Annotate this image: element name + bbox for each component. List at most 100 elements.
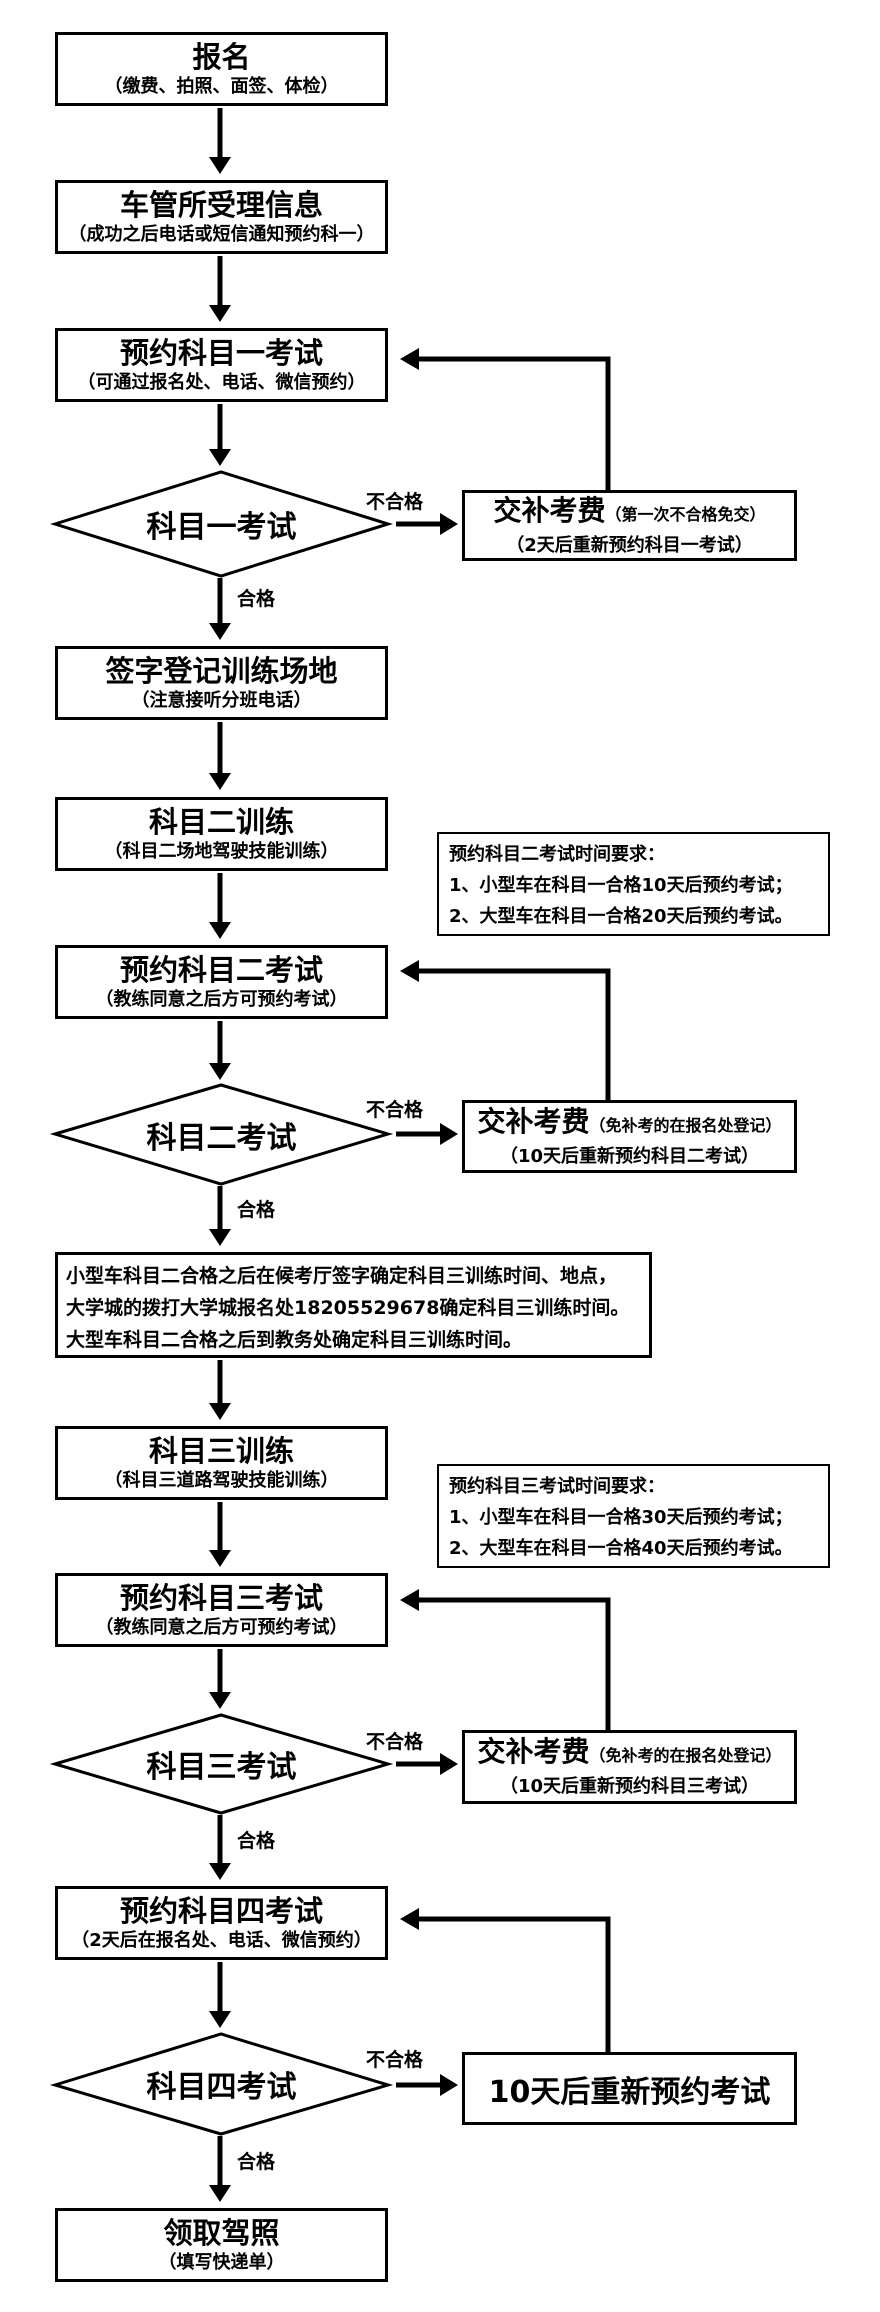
step-license: 领取驾照 （填写快递单） [55, 2208, 388, 2282]
retake-title: 交补考费 [493, 493, 606, 527]
step-title: 预约科目四考试 [119, 1893, 323, 1928]
exam-subject2-label: 科目二考试 [146, 1120, 297, 1156]
arrowhead-right [440, 513, 458, 535]
step-title: 预约科目二考试 [119, 952, 323, 987]
decision-diamond-subject1 [49, 470, 394, 578]
step-title: 签字登记训练场地 [105, 653, 338, 688]
arrowhead-down [209, 1229, 231, 1246]
timing-heading: 预约科目二考试时间要求： [449, 844, 665, 865]
pass-label: 合格 [237, 588, 276, 610]
retake-title: 交补考费 [477, 1735, 590, 1768]
retake-title-row: 交补考费 （免补考的在报名处登记） [477, 1104, 781, 1144]
subject2-timing-note: 预约科目二考试时间要求： 1、小型车在科目一合格10天后预约考试； 2、大型车在… [437, 832, 830, 936]
arrowhead-down [209, 449, 231, 466]
arrangement-line: 大型车科目二合格之后到教务处确定科目三训练时间。 [66, 1329, 523, 1351]
step-title: 领取驾照 [163, 2215, 280, 2250]
step-retake-subject1: 交补考费 （第一次不合格免交） （2天后重新预约科目一考试） [462, 490, 797, 561]
step-training-site: 签字登记训练场地 （注意接听分班电话） [55, 646, 388, 720]
step-note: （教练同意之后方可预约考试） [95, 988, 348, 1010]
arrowhead-down [209, 773, 231, 790]
timing-line: 2、大型车在科目一合格40天后预约考试。 [449, 1538, 793, 1559]
return-line-subject1 [416, 356, 611, 490]
pass-label: 合格 [237, 1199, 276, 1221]
step-book-subject1: 预约科目一考试 （可通过报名处、电话、微信预约） [55, 328, 388, 402]
arrowhead-down [209, 922, 231, 939]
arrowhead-left [400, 1908, 419, 1930]
step-note: （科目二场地驾驶技能训练） [104, 840, 339, 862]
arrowhead-down [209, 1692, 231, 1709]
timing-line: 1、小型车在科目一合格30天后预约考试； [449, 1507, 793, 1528]
step-note: （缴费、拍照、面签、体检） [104, 75, 339, 97]
arrowhead-down [209, 623, 231, 640]
return-line-subject2 [416, 968, 611, 1100]
step-title: 车管所受理信息 [119, 187, 323, 222]
step-title: 科目二训练 [148, 804, 294, 839]
step-note: （2天后在报名处、电话、微信预约） [71, 1929, 372, 1951]
timing-line: 1、小型车在科目一合格10天后预约考试； [449, 875, 793, 896]
arrowhead-down [209, 2011, 231, 2028]
step-note: （填写快递单） [158, 2251, 285, 2273]
fail-label: 不合格 [366, 491, 424, 513]
step-book-subject3: 预约科目三考试 （教练同意之后方可预约考试） [55, 1573, 388, 1647]
step-title: 预约科目一考试 [119, 335, 323, 370]
exam-subject4-label: 科目四考试 [146, 2070, 297, 2105]
arrowhead-right [440, 1123, 458, 1145]
retake-note: （10天后重新预约科目二考试） [499, 1145, 760, 1167]
arrangement-line: 小型车科目二合格之后在候考厅签字确定科目三训练时间、地点， [66, 1265, 618, 1287]
rebook-title: 10天后重新预约考试 [488, 2074, 771, 2110]
return-line-subject4 [416, 1916, 611, 2052]
retake-note: （10天后重新预约科目三考试） [499, 1776, 760, 1797]
pass-label: 合格 [237, 2151, 276, 2173]
arrowhead-down [209, 1863, 231, 1880]
arrowhead-down [209, 157, 231, 174]
return-line-subject3 [416, 1597, 611, 1730]
arrowhead-right [440, 2074, 458, 2096]
retake-title-note: （免补考的在报名处登记） [589, 1746, 782, 1765]
step-retake-subject3: 交补考费 （免补考的在报名处登记） （10天后重新预约科目三考试） [462, 1730, 797, 1804]
arrangement-line: 大学城的拨打大学城报名处18205529678确定科目三训练时间。 [66, 1297, 630, 1319]
retake-note: （2天后重新预约科目一考试） [506, 534, 753, 556]
step-note: （注意接听分班电话） [131, 689, 312, 711]
step-dmv-accept: 车管所受理信息 （成功之后电话或短信通知预约科一） [55, 180, 388, 254]
decision-diamond-subject3 [49, 1713, 394, 1815]
step-title: 报名 [192, 39, 251, 74]
fail-label: 不合格 [366, 2049, 424, 2071]
step-retake-subject2: 交补考费 （免补考的在报名处登记） （10天后重新预约科目二考试） [462, 1100, 797, 1173]
step-book-subject2: 预约科目二考试 （教练同意之后方可预约考试） [55, 945, 388, 1019]
step-book-subject4: 预约科目四考试 （2天后在报名处、电话、微信预约） [55, 1886, 388, 1960]
arrowhead-down [209, 305, 231, 322]
step-note: （教练同意之后方可预约考试） [95, 1616, 348, 1638]
exam-subject3-label: 科目三考试 [146, 1750, 297, 1785]
retake-title-note: （第一次不合格免交） [605, 504, 766, 524]
timing-heading: 预约科目三考试时间要求： [449, 1476, 665, 1497]
step-note: （可通过报名处、电话、微信预约） [77, 371, 366, 393]
step-note: （成功之后电话或短信通知预约科一） [68, 223, 375, 245]
arrowhead-left [400, 960, 419, 982]
subject3-arrangement-note: 小型车科目二合格之后在候考厅签字确定科目三训练时间、地点， 大学城的拨打大学城报… [55, 1252, 652, 1358]
retake-title-row: 交补考费 （第一次不合格免交） [493, 493, 765, 533]
timing-line: 2、大型车在科目一合格20天后预约考试。 [449, 906, 793, 927]
retake-title: 交补考费 [477, 1104, 590, 1138]
step-title: 科目三训练 [148, 1433, 294, 1468]
arrowhead-left [400, 1589, 419, 1611]
step-note: （科目三道路驾驶技能训练） [104, 1469, 339, 1491]
arrowhead-down [209, 1403, 231, 1420]
fail-label: 不合格 [366, 1099, 424, 1121]
step-rebook-subject4: 10天后重新预约考试 [462, 2052, 797, 2125]
step-register: 报名 （缴费、拍照、面签、体检） [55, 32, 388, 106]
subject3-timing-note: 预约科目三考试时间要求： 1、小型车在科目一合格30天后预约考试； 2、大型车在… [437, 1464, 830, 1568]
arrowhead-right [440, 1753, 458, 1775]
exam-subject1-label: 科目一考试 [146, 510, 297, 545]
arrowhead-left [400, 348, 419, 370]
arrowhead-down [209, 1063, 231, 1080]
decision-diamond-subject4 [49, 2032, 394, 2136]
arrowhead-down [209, 1550, 231, 1567]
decision-diamond-subject2 [49, 1083, 394, 1186]
retake-title-note: （免补考的在报名处登记） [589, 1115, 782, 1135]
retake-title-row: 交补考费 （免补考的在报名处登记） [477, 1734, 781, 1774]
step-train-subject2: 科目二训练 （科目二场地驾驶技能训练） [55, 797, 388, 871]
arrowhead-down [209, 2185, 231, 2202]
step-train-subject3: 科目三训练 （科目三道路驾驶技能训练） [55, 1426, 388, 1500]
